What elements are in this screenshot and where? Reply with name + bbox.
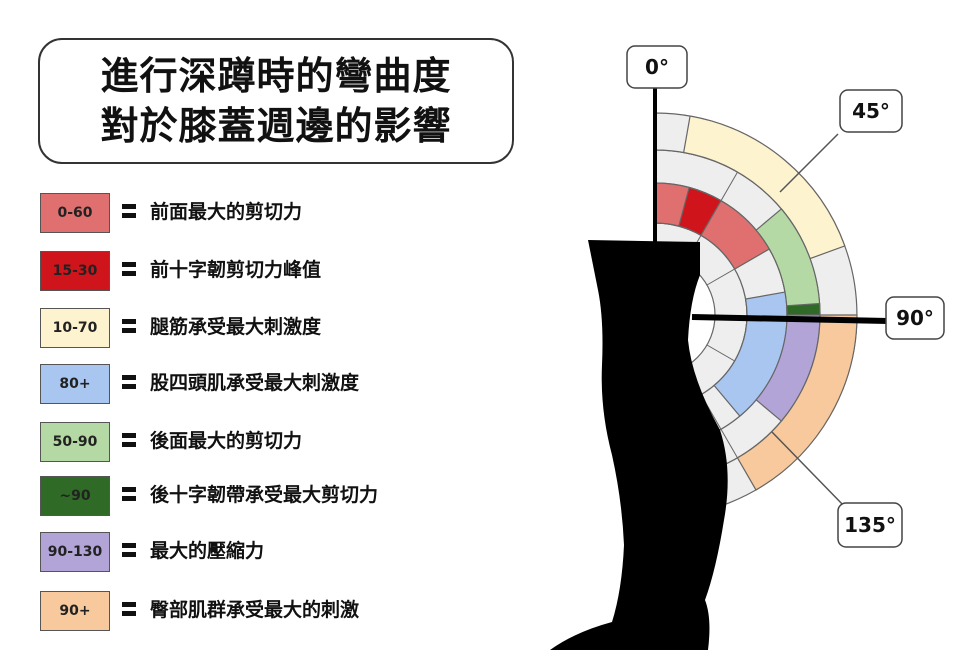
title-box: 進行深蹲時的彎曲度 對於膝蓋週邊的影響 <box>38 38 514 164</box>
legend-row-posterior-shear: 50-90 後面最大的剪切力 <box>40 422 500 466</box>
legend-swatch: 10-70 <box>40 308 110 348</box>
legend-row-pcl-shear: ~90 後十字韌帶承受最大剪切力 <box>40 476 500 520</box>
leg-icon <box>550 240 728 650</box>
legend-swatch: 0-60 <box>40 193 110 233</box>
arc-acl-peak <box>678 186 722 237</box>
arc-glutes <box>736 314 858 491</box>
angle-label-45: 45° <box>839 89 903 133</box>
equals-icon <box>122 428 136 448</box>
angle-label-text: 0° <box>645 55 669 79</box>
ninety-degree-line <box>691 314 889 324</box>
range-arcs <box>654 115 858 491</box>
equals-icon <box>122 370 136 390</box>
angle-label-text: 90° <box>896 306 934 330</box>
legend-label: 股四頭肌承受最大刺激度 <box>150 372 360 394</box>
legend-swatch: 90+ <box>40 591 110 631</box>
legend-swatch: 90-130 <box>40 532 110 572</box>
equals-icon <box>122 597 136 617</box>
legend-row-compression: 90-130 最大的壓縮力 <box>40 532 500 576</box>
angle-label-text: 135° <box>844 513 896 537</box>
legend-label: 前十字韌剪切力峰值 <box>150 259 322 281</box>
legend-label: 最大的壓縮力 <box>150 540 265 562</box>
legend-label: 腿筋承受最大刺激度 <box>150 316 322 338</box>
leg-silhouette <box>550 240 728 650</box>
legend-row-acl-peak: 15-30 前十字韌剪切力峰值 <box>40 251 500 295</box>
legend-label: 後面最大的剪切力 <box>150 430 303 452</box>
equals-icon <box>122 257 136 277</box>
angle-markers: 0° 45° 90° 135° <box>626 45 945 548</box>
legend-row-anterior-shear: 0-60 前面最大的剪切力 <box>40 193 500 237</box>
legend-label: 臀部肌群承受最大的刺激 <box>150 599 360 621</box>
equals-icon <box>122 199 136 219</box>
angle-label-box <box>837 502 903 548</box>
legend-row-quadriceps: 80+ 股四頭肌承受最大刺激度 <box>40 364 500 408</box>
angle-label-box <box>839 89 903 133</box>
angle-label-box <box>626 45 688 89</box>
legend-label: 後十字韌帶承受最大剪切力 <box>150 484 379 506</box>
one-thirty-five-connector <box>771 431 847 509</box>
angle-label-box <box>885 296 945 340</box>
angle-label-0: 0° <box>626 45 688 89</box>
equals-icon <box>122 482 136 502</box>
angle-label-text: 45° <box>852 99 890 123</box>
legend-swatch: ~90 <box>40 476 110 516</box>
legend-row-glutes: 90+ 臀部肌群承受最大的刺激 <box>40 591 500 635</box>
equals-icon <box>122 538 136 558</box>
equals-icon <box>122 314 136 334</box>
legend-swatch: 80+ <box>40 364 110 404</box>
angle-label-135: 135° <box>837 502 903 548</box>
arc-pcl-shear <box>786 302 821 316</box>
legend-swatch: 50-90 <box>40 422 110 462</box>
arc-hamstring <box>682 115 846 260</box>
legend-swatch: 15-30 <box>40 251 110 291</box>
legend-row-hamstring: 10-70 腿筋承受最大刺激度 <box>40 308 500 352</box>
angle-label-90: 90° <box>885 296 945 340</box>
title-line-2: 對於膝蓋週邊的影響 <box>100 104 452 148</box>
title-line-1: 進行深蹲時的彎曲度 <box>100 54 452 98</box>
forty-five-connector <box>779 133 839 193</box>
legend-label: 前面最大的剪切力 <box>150 201 303 223</box>
